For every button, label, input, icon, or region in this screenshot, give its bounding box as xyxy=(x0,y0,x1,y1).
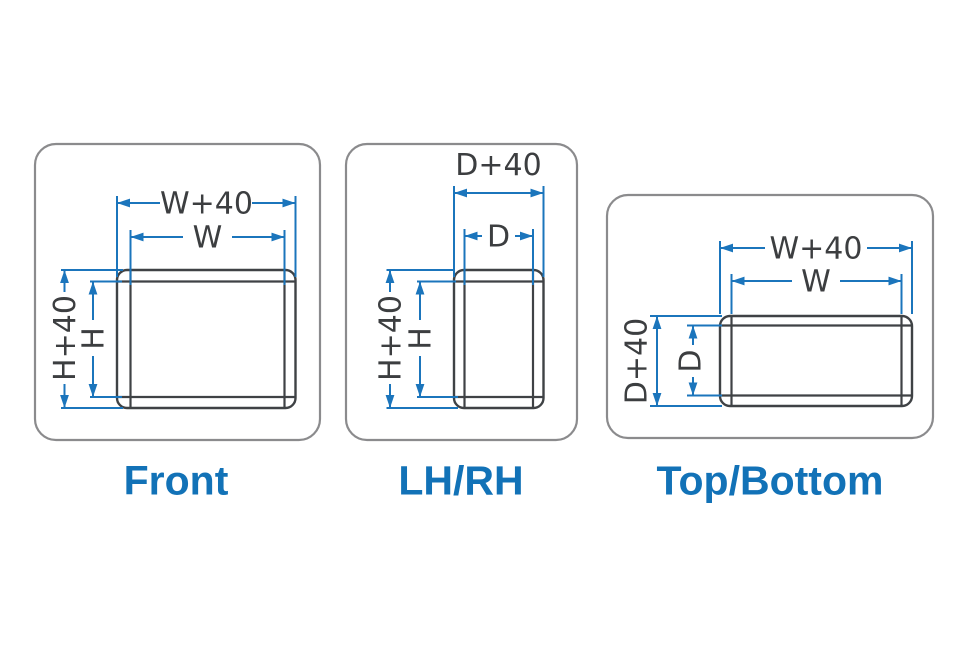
dim-label: D xyxy=(674,349,709,372)
dim-label: H+40 xyxy=(374,295,409,381)
arrow-right-icon xyxy=(520,231,533,241)
top-dim-width-inner: W xyxy=(730,265,903,314)
arrow-left-icon xyxy=(464,231,478,241)
dim-label: H xyxy=(77,327,112,350)
arrow-down-icon xyxy=(688,382,698,396)
front-dim-height-outer: H+40 xyxy=(48,269,123,409)
arrow-right-icon xyxy=(271,232,285,242)
arrow-down-icon xyxy=(385,395,395,408)
arrow-left-icon xyxy=(720,243,733,253)
panel-caption: LH/RH xyxy=(398,457,523,503)
panel-caption: Front xyxy=(124,457,229,503)
dim-label: H+40 xyxy=(48,295,83,381)
dim-label: W xyxy=(801,265,831,300)
side-dim-height-inner: H xyxy=(404,280,458,398)
top-dim-depth-outer: D+40 xyxy=(620,315,722,407)
front-dim-width-outer: W+40 xyxy=(116,187,297,277)
top-box-outer xyxy=(718,314,914,408)
arrow-up-icon xyxy=(88,281,98,295)
arrow-left-icon xyxy=(731,276,745,286)
dim-label: W+40 xyxy=(160,187,253,222)
dim-label: D xyxy=(487,220,510,255)
side-box-outer xyxy=(452,268,545,410)
arrow-left-icon xyxy=(130,232,144,242)
side-box xyxy=(452,268,545,410)
arrow-down-icon xyxy=(652,393,662,406)
dim-label: D+40 xyxy=(455,148,541,183)
arrow-left-icon xyxy=(117,198,130,208)
dim-label: D+40 xyxy=(620,318,655,404)
arrow-left-icon xyxy=(454,188,467,198)
side-dim-depth-inner: D xyxy=(463,220,534,285)
front-box xyxy=(115,268,297,410)
arrow-down-icon xyxy=(88,384,98,397)
arrow-up-icon xyxy=(652,316,662,329)
dim-label: W xyxy=(193,221,223,256)
arrow-right-icon xyxy=(282,198,296,208)
panel-topbottom: W+40 W D+40 D xyxy=(605,193,935,503)
arrow-right-icon xyxy=(899,243,912,253)
arrow-up-icon xyxy=(60,270,69,283)
panel-front: W+40 W H+40 xyxy=(33,142,322,503)
side-dim-depth-outer: D+40 xyxy=(453,148,545,277)
front-dim-height-inner: H xyxy=(77,280,122,398)
top-dim-width-outer: W+40 xyxy=(719,232,913,314)
front-box-outer xyxy=(115,268,297,410)
arrow-up-icon xyxy=(688,325,698,339)
dim-label: W+40 xyxy=(770,232,863,267)
side-dim-height-outer: H+40 xyxy=(374,269,458,409)
arrow-up-icon xyxy=(385,270,395,283)
top-dim-depth-inner: D xyxy=(674,324,722,397)
panel-caption: Top/Bottom xyxy=(657,457,884,503)
dim-label: H xyxy=(404,327,439,350)
arrow-up-icon xyxy=(415,281,425,295)
top-box xyxy=(718,314,914,408)
front-dim-width-inner: W xyxy=(129,221,286,285)
arrow-down-icon xyxy=(415,384,425,397)
arrow-down-icon xyxy=(60,395,69,408)
panel-lhrh: D+40 D H+40 xyxy=(344,142,579,503)
arrow-right-icon xyxy=(530,188,544,198)
arrow-right-icon xyxy=(888,276,902,286)
